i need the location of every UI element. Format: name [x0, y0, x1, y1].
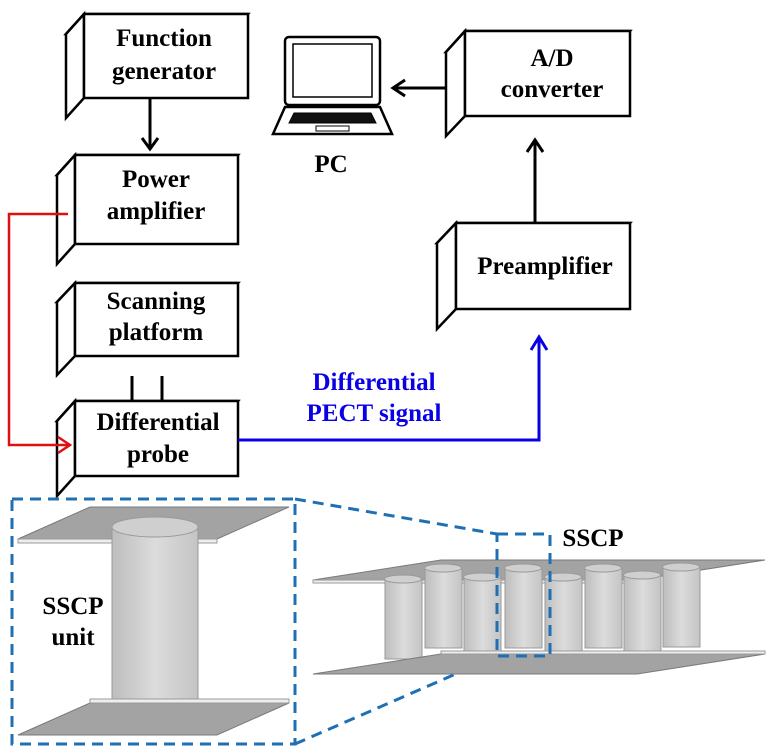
arrow-left-icon: [390, 78, 445, 98]
sscp-panel: [312, 532, 766, 675]
ad-converter-label-1: A/D: [530, 45, 573, 72]
excitation-line: [7, 212, 73, 455]
power-amplifier-box: Power amplifier: [54, 151, 241, 268]
arrow-down-icon: [140, 99, 160, 152]
sscp-selected-cell: [495, 532, 552, 658]
signal-line: [238, 334, 549, 442]
sscp-columns: [384, 562, 701, 660]
sscp-unit-label-1: SSCP: [42, 593, 103, 620]
scanning-platform-label-2: platform: [109, 319, 204, 346]
preamplifier-box: Preamplifier: [434, 219, 633, 333]
scanning-platform-box: Scanning platform: [54, 279, 241, 379]
function-generator-label-1: Function: [116, 25, 212, 52]
sscp-unit-detail: SSCP unit: [10, 497, 297, 746]
differential-probe-label-2: probe: [127, 441, 189, 468]
signal-label-2: PECT signal: [307, 400, 442, 427]
laptop-icon: [271, 35, 394, 136]
power-amplifier-label-2: amplifier: [107, 198, 206, 225]
signal-label-1: Differential: [312, 369, 435, 396]
arrow-up-icon: [525, 137, 545, 222]
function-generator-label-2: generator: [112, 58, 216, 85]
sscp-unit-label-2: unit: [51, 624, 95, 651]
platform-probe-connector: [130, 376, 164, 401]
pc-label: PC: [314, 151, 347, 178]
preamplifier-label: Preamplifier: [477, 253, 613, 280]
sscp-label: SSCP: [562, 525, 623, 552]
differential-probe-box: Differential probe: [54, 397, 241, 500]
function-generator-box: Function generator: [63, 10, 251, 122]
ad-converter-box: A/D converter: [443, 27, 633, 140]
differential-probe-label-1: Differential: [96, 409, 219, 436]
scanning-platform-label-1: Scanning: [107, 288, 206, 315]
ad-converter-label-2: converter: [501, 76, 604, 103]
power-amplifier-label-1: Power: [122, 166, 190, 193]
